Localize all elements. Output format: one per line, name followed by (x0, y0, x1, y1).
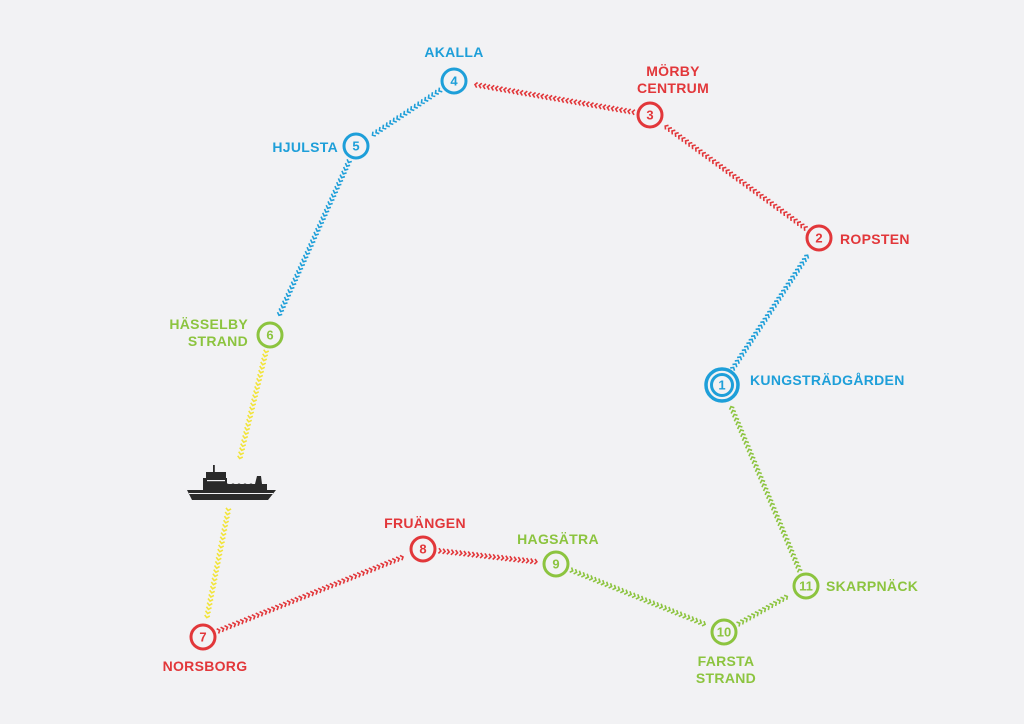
station-name: AKALLA (424, 44, 483, 60)
route-segment-11-1 (728, 405, 803, 573)
station-marker (542, 550, 570, 578)
station-name: SKARPNÄCK (826, 578, 918, 594)
station-name: HAGSÄTRA (517, 531, 599, 547)
route-lines (204, 81, 810, 634)
station-name: FARSTA (698, 653, 755, 669)
station-name: HJULSTA (272, 139, 338, 155)
station-marker (710, 618, 738, 646)
station-marker (710, 373, 734, 397)
station-8[interactable]: 8 FRUÄNGEN (384, 515, 466, 563)
station-number: 10 (717, 625, 731, 640)
station-number: 4 (450, 74, 458, 89)
station-4[interactable]: 4 AKALLA (424, 44, 483, 95)
station-2[interactable]: 2 ROPSTEN (805, 224, 910, 252)
route-segment-6-ship (237, 349, 270, 460)
station-name: HÄSSELBY (169, 316, 248, 332)
station-marker (189, 623, 217, 651)
route-segment-7-8 (216, 554, 404, 634)
station-number: 9 (552, 557, 559, 572)
route-segment-1-2 (730, 254, 810, 371)
station-marker (805, 224, 833, 252)
station-number: 2 (815, 231, 822, 246)
route-segment-3-4 (473, 81, 636, 116)
route-segment-4-5 (371, 87, 443, 137)
station-marker (342, 132, 370, 160)
station-number: 1 (718, 378, 725, 393)
route-segment-2-3 (664, 124, 808, 231)
station-marker (409, 535, 437, 563)
station-marker (440, 67, 468, 95)
station-number: 5 (352, 139, 359, 154)
station-11[interactable]: 11 SKARPNÄCK (792, 572, 918, 600)
station-marker (256, 321, 284, 349)
route-segment-5-6 (276, 158, 353, 317)
station-name: STRAND (188, 333, 248, 349)
station-number: 8 (419, 542, 426, 557)
route-segment-8-9 (437, 547, 538, 565)
route-segment-ship-7 (204, 507, 232, 619)
station-number: 3 (646, 108, 653, 123)
station-9[interactable]: 9 HAGSÄTRA (517, 531, 599, 578)
route-segment-10-11 (736, 594, 789, 627)
station-name: NORSBORG (163, 658, 248, 674)
ferry-with-bicycles-icon (187, 465, 276, 500)
station-name: STRAND (696, 670, 756, 686)
station-number: 6 (266, 328, 273, 343)
station-name: FRUÄNGEN (384, 515, 466, 531)
station-name: KUNGSTRÄDGÅRDEN (750, 372, 905, 388)
station-marker (636, 101, 664, 129)
station-number: 7 (199, 630, 206, 645)
station-name: ROPSTEN (840, 231, 910, 247)
station-5[interactable]: 5 HJULSTA (272, 132, 370, 160)
station-1[interactable]: 1 KUNGSTRÄDGÅRDEN (704, 367, 905, 403)
station-name: MÖRBY (646, 63, 700, 79)
station-name: CENTRUM (637, 80, 709, 96)
station-number: 11 (799, 579, 813, 594)
station-marker (792, 572, 820, 600)
route-segment-9-10 (569, 567, 707, 627)
